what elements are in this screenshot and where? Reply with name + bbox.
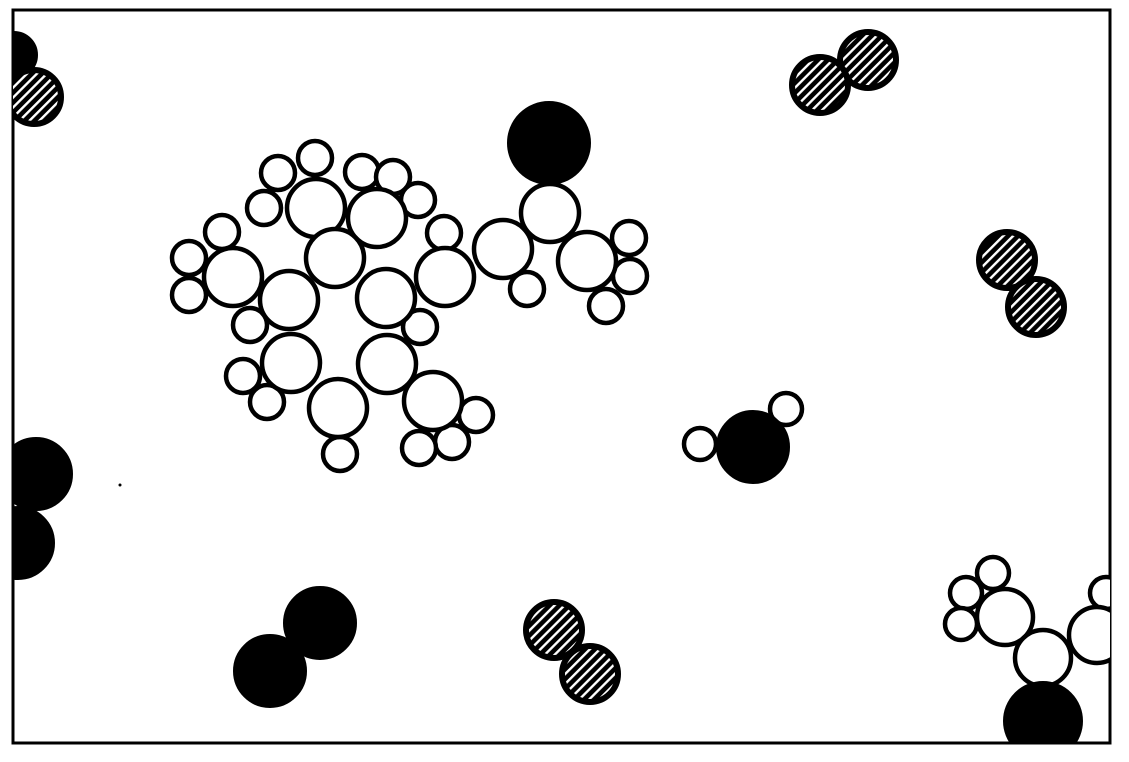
white-atom bbox=[247, 382, 287, 422]
hatched-atom bbox=[789, 54, 851, 116]
white-atom bbox=[354, 266, 418, 330]
black-diatomic-molecule bbox=[233, 586, 357, 708]
scene-frame bbox=[11, 8, 1112, 745]
white-atom bbox=[401, 369, 465, 433]
white-atom bbox=[169, 238, 209, 278]
white-atom bbox=[259, 331, 323, 395]
hatched-atom bbox=[559, 643, 621, 705]
white-atom bbox=[609, 218, 649, 258]
white-atom bbox=[303, 226, 367, 290]
white-atom bbox=[610, 256, 650, 296]
white-atom bbox=[555, 229, 619, 293]
white-atom bbox=[223, 356, 263, 396]
black-diatomic-molecule-partial bbox=[13, 437, 73, 580]
white-atom bbox=[400, 307, 440, 347]
white-atom bbox=[342, 152, 382, 192]
white-atom bbox=[1012, 627, 1074, 689]
white-atom bbox=[399, 428, 439, 468]
white-atom bbox=[169, 275, 209, 315]
water-like-molecule bbox=[681, 390, 805, 484]
black-atom bbox=[716, 410, 790, 484]
speck bbox=[118, 483, 122, 487]
white-atom bbox=[413, 245, 477, 309]
white-atom bbox=[306, 376, 370, 440]
hatched-diatomic-molecule bbox=[789, 29, 899, 116]
white-atom bbox=[518, 181, 582, 245]
white-atom bbox=[230, 305, 270, 345]
hatched-atom bbox=[523, 599, 585, 661]
hatched-atom bbox=[976, 229, 1038, 291]
hatched-diatomic-molecule bbox=[976, 229, 1067, 338]
black-atom bbox=[507, 101, 591, 185]
black-atom bbox=[13, 506, 55, 580]
white-atom bbox=[942, 605, 980, 643]
oxygenated-hydrocarbon-molecule bbox=[471, 101, 650, 326]
white-atom bbox=[1087, 574, 1110, 612]
hatched-diatomic-molecule bbox=[523, 599, 621, 705]
white-atom bbox=[201, 245, 265, 309]
white-atom bbox=[202, 212, 242, 252]
hatched-atom bbox=[1005, 276, 1067, 338]
white-atom bbox=[507, 269, 547, 309]
hatched-atom bbox=[837, 29, 899, 91]
white-atom bbox=[586, 286, 626, 326]
white-atom bbox=[258, 153, 298, 193]
white-atom bbox=[345, 186, 409, 250]
hatched-diatomic-molecule-partial bbox=[13, 31, 64, 127]
white-atom bbox=[974, 586, 1036, 648]
white-atom bbox=[355, 332, 419, 396]
white-atom bbox=[681, 425, 719, 463]
hatched-atom bbox=[13, 67, 64, 127]
white-atom bbox=[767, 390, 805, 428]
white-atom bbox=[471, 217, 535, 281]
black-atom bbox=[1003, 681, 1083, 743]
white-atom bbox=[974, 554, 1012, 592]
black-atom bbox=[233, 634, 307, 708]
white-atom bbox=[257, 268, 321, 332]
white-atom bbox=[1066, 604, 1110, 666]
white-atom bbox=[947, 574, 985, 612]
white-atom bbox=[424, 213, 464, 253]
branched-hydrocarbon-molecule bbox=[169, 138, 496, 474]
black-atom bbox=[283, 586, 357, 660]
black-atom bbox=[13, 437, 73, 511]
white-atom bbox=[244, 188, 284, 228]
white-atom bbox=[295, 138, 335, 178]
oxygenated-hydrocarbon-molecule-partial bbox=[942, 554, 1110, 743]
white-atom bbox=[320, 434, 360, 474]
